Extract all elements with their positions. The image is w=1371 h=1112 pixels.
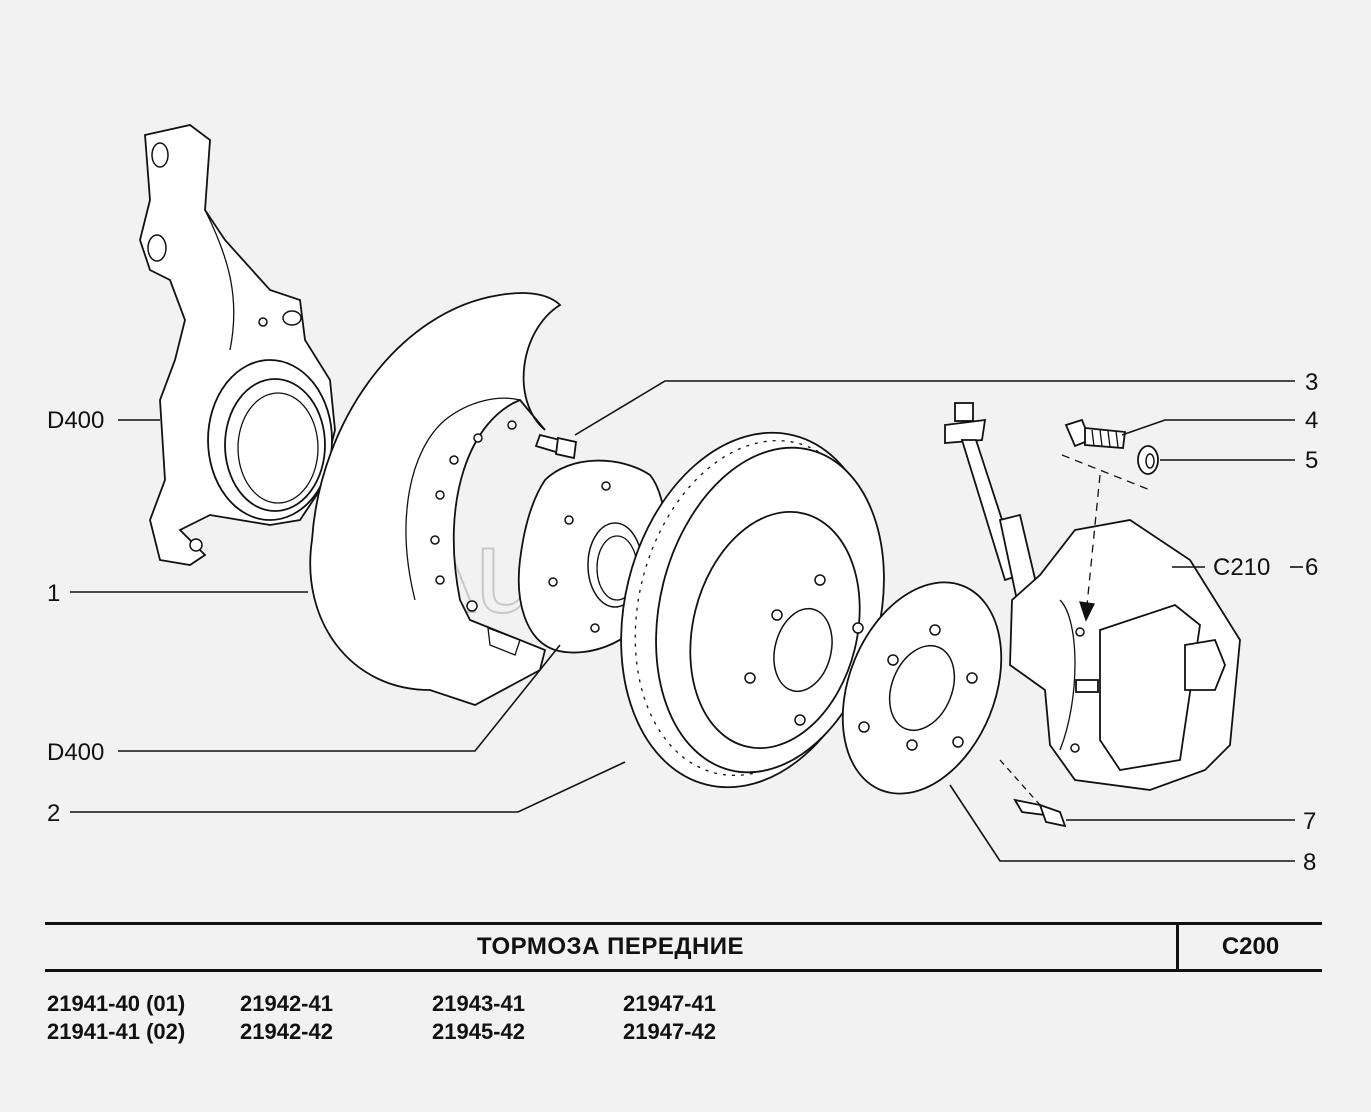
washer-5 [1137, 445, 1159, 475]
title-bar: ТОРМОЗА ПЕРЕДНИЕ C200 [45, 922, 1322, 972]
model-code: 21942-42 [240, 1019, 333, 1044]
page-title: ТОРМОЗА ПЕРЕДНИЕ [476, 933, 745, 960]
section-code: C200 [1221, 933, 1280, 960]
label-part-4: 4 [1305, 407, 1318, 434]
label-part-2: 2 [47, 800, 60, 827]
leader-3 [574, 380, 1295, 436]
title-divider [1176, 925, 1179, 969]
model-code: 21945-42 [432, 1019, 525, 1044]
leader-2 [70, 761, 626, 813]
leader-8 [949, 784, 1295, 862]
label-c210: C210 [1213, 554, 1270, 581]
wheel-stud [999, 759, 1067, 828]
model-code: 21941-41 (02) [47, 1019, 186, 1044]
label-part-6: 6 [1305, 554, 1318, 581]
steering-knuckle [139, 124, 336, 566]
model-code: 21943-41 [432, 991, 525, 1016]
label-part-7: 7 [1303, 808, 1316, 835]
brake-disc [620, 431, 885, 789]
model-code: 21947-42 [623, 1019, 716, 1044]
model-list: 21941-40 (01) 21942-41 21943-41 21947-41… [47, 990, 827, 1050]
label-part-3: 3 [1305, 369, 1318, 396]
model-code: 21947-41 [623, 991, 716, 1016]
label-part-1: 1 [47, 580, 60, 607]
adapter-plate [841, 581, 1003, 795]
dust-shield [309, 292, 562, 706]
label-part-8: 8 [1303, 849, 1316, 876]
bolt-3 [534, 433, 577, 460]
bolt-4 [1064, 418, 1127, 449]
model-code: 21942-41 [240, 991, 333, 1016]
label-part-5: 5 [1305, 447, 1318, 474]
brake-caliper [1009, 519, 1241, 791]
brake-hose [944, 402, 1042, 607]
leader-d400-bottom [118, 644, 561, 752]
label-d400-bottom: D400 [47, 739, 104, 766]
label-d400-top: D400 [47, 407, 104, 434]
leader-4 [1121, 419, 1295, 436]
model-code: 21941-40 (01) [47, 991, 186, 1016]
